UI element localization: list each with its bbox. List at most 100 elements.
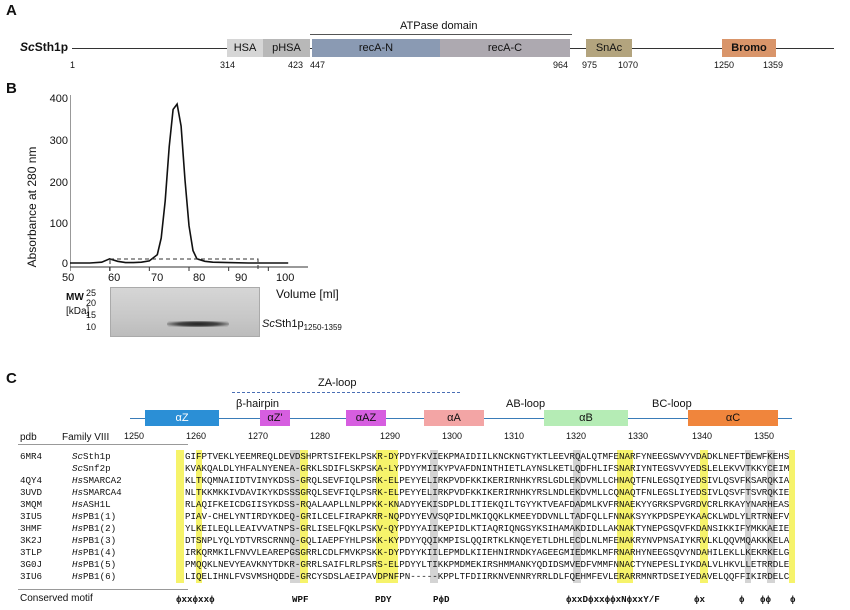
atpase-label: ATPase domain (400, 20, 478, 32)
y-tick-100: 100 (49, 218, 68, 230)
helix-aa-label: αA (447, 412, 461, 424)
row-protein: SMARCA4 (83, 487, 122, 498)
row-family: HsPB1(5) (72, 559, 116, 570)
helix-az-label: αZ (175, 412, 189, 424)
row-species: Hs (72, 547, 84, 558)
residue-1280: 1280 (310, 431, 331, 441)
domain-reca-n: recA-N (312, 39, 440, 57)
row-protein: PB1(3) (83, 535, 117, 546)
domain-snac-label: SnAc (595, 42, 623, 54)
row-protein: PB1(2) (83, 523, 117, 534)
position-423: 423 (288, 60, 304, 70)
motif-4: PϕD (433, 594, 450, 605)
row-sequence: DTSNPLYQLYDTVRSCRNNQ-GQLIAEPFYHLPSKK-KYP… (185, 535, 790, 546)
helix-az: αZ (145, 410, 219, 426)
helix-aa: αA (424, 410, 484, 426)
gel-image (110, 287, 260, 337)
helix-ab: αB (544, 410, 628, 426)
row-protein: PB1(4) (83, 547, 117, 558)
position-1070: 1070 (618, 60, 639, 70)
domain-reca-n-label: recA-N (358, 42, 394, 54)
conservation-highlight-column (176, 450, 184, 583)
row-family: HsPB1(3) (72, 535, 116, 546)
conservation-highlight-column (700, 450, 708, 583)
conservation-highlight-column (789, 450, 795, 583)
row-sequence: YLKEILEQLLEAIVVATNPS-GRLISELFQKLPSKV-QYP… (185, 523, 790, 534)
row-sequence: PIAV-CHELYNTIRDYKDEQ-GRILCELFIRAPKRR-NQP… (185, 511, 790, 522)
row-sequence: NLTKKMKKIVDAVIKYKDSSSGRQLSEVFIQLPSRK-ELP… (185, 487, 790, 498)
position-1250: 1250 (714, 60, 735, 70)
motif-6: ϕx (694, 594, 706, 605)
chart-tick-group (70, 267, 269, 271)
motif-9: ϕ (790, 594, 796, 605)
row-family: HsPB1(2) (72, 523, 116, 534)
row-protein: Snf2p (83, 463, 111, 474)
residue-1270: 1270 (248, 431, 269, 441)
ab-loop-label: AB-loop (506, 398, 546, 410)
row-pdb: 3HMF (20, 523, 43, 534)
row-family: HsSMARCA2 (72, 475, 122, 486)
row-species: Sc (72, 451, 84, 462)
residue-1300: 1300 (442, 431, 463, 441)
row-pdb: 3TLP (20, 547, 43, 558)
protein-label-name: Sth1p (34, 40, 69, 54)
panel-b-label: B (6, 80, 17, 97)
domain-reca-c-label: recA-C (487, 42, 523, 54)
y-tick-300: 300 (49, 135, 68, 147)
x-tick-50: 50 (62, 272, 75, 284)
motif-1: ϕxxϕxxϕ (176, 594, 215, 605)
x-tick-80: 80 (193, 272, 206, 284)
gel-marker-25: 25 (85, 288, 96, 298)
helix-ab-label: αB (579, 412, 593, 424)
row-family: HsSMARCA4 (72, 487, 122, 498)
domain-reca-c: recA-C (440, 39, 570, 57)
y-tick-0: 0 (61, 258, 68, 270)
row-sequence: LIQELIHNLFVSVMSHQDDE-GRCYSDSLAEIPAVDPNFP… (185, 571, 790, 582)
row-protein: Sth1p (83, 451, 111, 462)
protein-label: ScSth1p (20, 40, 68, 54)
residue-1330: 1330 (628, 431, 649, 441)
row-pdb: 3UVD (20, 487, 43, 498)
position-964: 964 (553, 60, 569, 70)
motif-7: ϕ (739, 594, 745, 605)
chromatogram-plot (70, 95, 308, 271)
residue-1350: 1350 (754, 431, 775, 441)
position-447: 447 (310, 60, 326, 70)
motif-2: WPF (292, 594, 309, 605)
domain-bromo-label: Bromo (731, 42, 767, 54)
row-pdb: 3IU5 (20, 511, 43, 522)
row-species: Hs (72, 487, 84, 498)
col-pdb-header: pdb (20, 432, 37, 443)
domain-phsa-label: pHSA (272, 42, 301, 54)
atpase-bracket (310, 34, 572, 35)
row-family: HsPB1(6) (72, 571, 116, 582)
y-tick-400: 400 (49, 93, 68, 105)
row-protein: PB1(5) (83, 559, 117, 570)
row-sequence: GIFPTVEKLYEEMREQLDEVDSHPRTSIFEKLPSKR-DYP… (185, 451, 790, 462)
row-species: Hs (72, 571, 84, 582)
domain-hsa: HSA (227, 39, 263, 57)
header-divider (18, 444, 188, 445)
position-1: 1 (70, 60, 76, 70)
panel-a-label: A (6, 2, 17, 19)
row-pdb: 3K2J (20, 535, 43, 546)
row-pdb: 3MQM (20, 499, 43, 510)
row-protein: SMARCA2 (83, 475, 122, 486)
row-species: Hs (72, 559, 84, 570)
motif-8: ϕϕ (760, 594, 772, 605)
motif-3: PDY (375, 594, 392, 605)
residue-1320: 1320 (566, 431, 587, 441)
gel-marker-20: 20 (85, 298, 96, 308)
row-family: HsPB1(4) (72, 547, 116, 558)
gel-mw-label: MW (66, 292, 84, 303)
conservation-highlight-column (290, 450, 300, 583)
row-family: HsPB1(1) (72, 511, 116, 522)
row-protein: PB1(1) (83, 511, 117, 522)
row-pdb: 6MR4 (20, 451, 43, 462)
row-pdb: 4QY4 (20, 475, 43, 486)
conservation-highlight-column (745, 450, 751, 583)
helix-az-prime-label: αZ' (267, 412, 283, 424)
col-family-header: Family VIII (62, 432, 110, 443)
row-family: ScSth1p (72, 451, 111, 462)
absorbance-trace (70, 102, 289, 264)
